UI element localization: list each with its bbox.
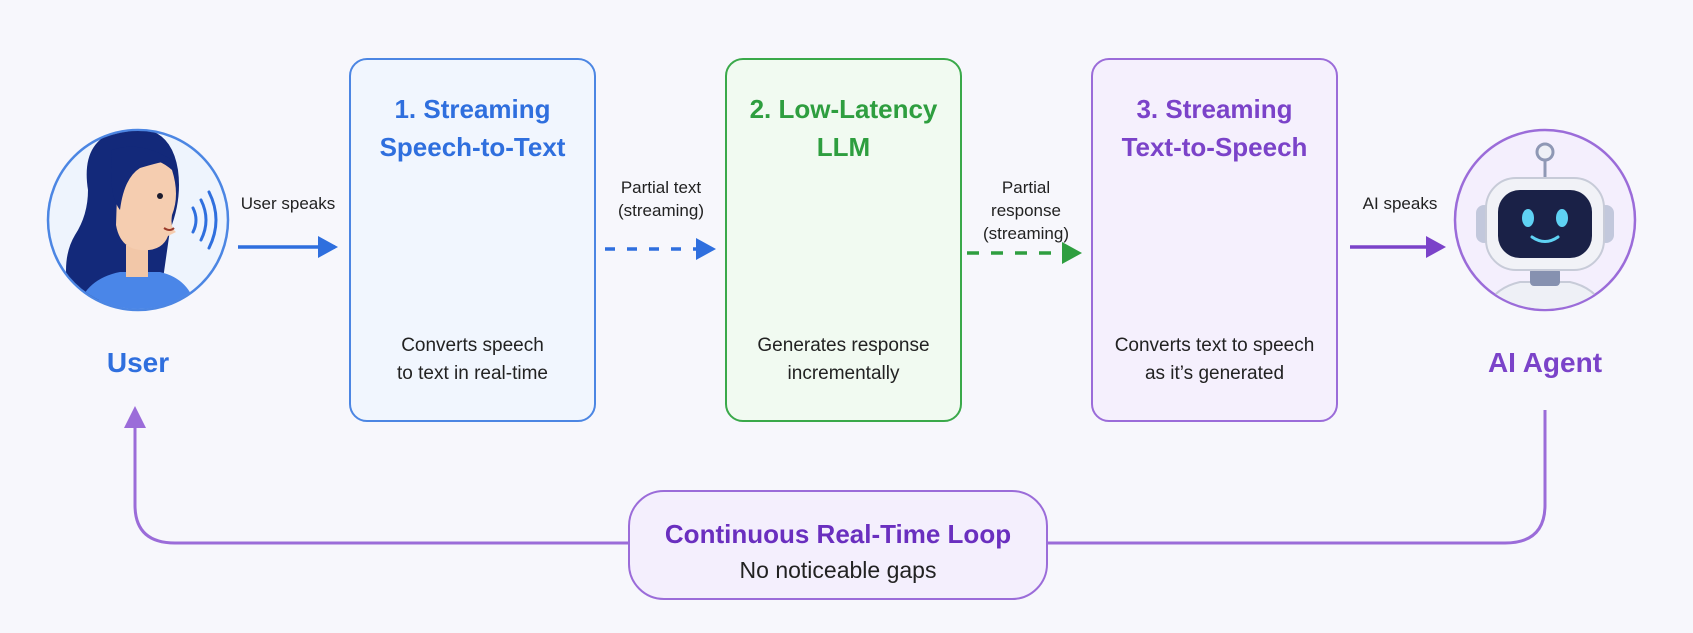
arrow-llm-to-tts-head xyxy=(1062,242,1082,264)
label-user-speaks: User speaks xyxy=(240,194,336,213)
stage-stt-description: Converts speech to text in real-time xyxy=(397,335,548,384)
label-ai-speaks: AI speaks xyxy=(1362,194,1438,213)
stage-stt-title: 1. Streaming Speech-to-Text xyxy=(379,94,566,162)
label-partial-text: Partial text (streaming) xyxy=(618,178,704,220)
user-label: User xyxy=(106,347,170,378)
loop-path-left xyxy=(133,425,628,545)
agent-label: AI Agent xyxy=(1487,347,1603,378)
loop-subtitle: No noticeable gaps xyxy=(739,557,937,583)
stage-tts: 3. Streaming Text-to-Speech Converts tex… xyxy=(1091,58,1338,422)
loop-title: Continuous Real-Time Loop xyxy=(664,519,1012,549)
loop-path xyxy=(1048,410,1547,545)
loop-arrowhead-icon xyxy=(124,406,146,428)
robot-icon xyxy=(1453,128,1637,312)
label-partial-response: Partial response (streaming) xyxy=(983,178,1069,243)
stage-tts-description: Converts text to speech as it’s generate… xyxy=(1114,335,1315,384)
stage-stt: 1. Streaming Speech-to-Text Converts spe… xyxy=(349,58,596,422)
arrow-stt-to-llm-head xyxy=(696,238,716,260)
loop-box: Continuous Real-Time Loop No noticeable … xyxy=(628,490,1048,600)
arrow-user-to-stt-head xyxy=(318,236,338,258)
stage-llm-title: 2. Low-Latency LLM xyxy=(749,94,938,162)
stage-tts-title: 3. Streaming Text-to-Speech xyxy=(1121,94,1308,162)
user-speaking-icon xyxy=(46,128,230,312)
stage-llm-description: Generates response incrementally xyxy=(757,335,930,384)
arrow-tts-to-agent-head xyxy=(1426,236,1446,258)
stage-llm: 2. Low-Latency LLM Generates response in… xyxy=(725,58,962,422)
